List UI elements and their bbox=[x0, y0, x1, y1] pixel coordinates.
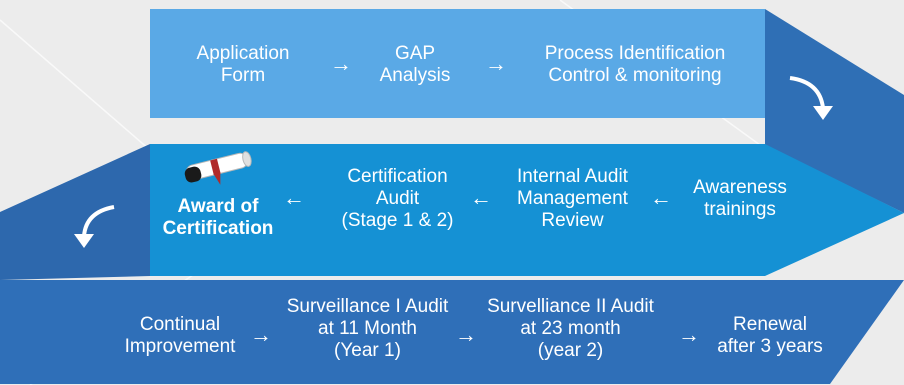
step-awareness-trainings: Awareness trainings bbox=[693, 177, 787, 220]
arrow-right-icon: → bbox=[678, 322, 700, 347]
step-surveillance-2: Survelliance II Audit at 23 month (year … bbox=[487, 296, 654, 361]
row2-band bbox=[150, 144, 904, 276]
curved-arrow-icon bbox=[789, 76, 833, 120]
arrow-left-icon: ← bbox=[470, 185, 492, 210]
step-application-form: Application Form bbox=[196, 43, 290, 86]
arrow-right-icon: → bbox=[330, 51, 352, 76]
certificate-scroll-icon bbox=[184, 151, 252, 185]
row2-fold bbox=[0, 144, 150, 280]
step-continual-improvement: Continual Improvement bbox=[124, 314, 236, 357]
arrow-right-icon: → bbox=[455, 322, 477, 347]
row3-band bbox=[0, 280, 904, 384]
arrow-left-icon: ← bbox=[650, 185, 672, 210]
curved-arrow-icon bbox=[74, 205, 115, 248]
step-gap-analysis: GAP Analysis bbox=[379, 43, 451, 86]
step-internal-audit: Internal Audit Management Review bbox=[517, 166, 628, 231]
arrow-left-icon: ← bbox=[283, 185, 305, 210]
step-surveillance-1: Surveillance I Audit at 11 Month (Year 1… bbox=[286, 296, 449, 361]
arrow-right-icon: → bbox=[250, 322, 272, 347]
step-award-of-certification: Award of Certification bbox=[162, 196, 274, 239]
step-certification-audit: Certification Audit (Stage 1 & 2) bbox=[341, 166, 454, 231]
step-renewal: Renewal after 3 years bbox=[717, 314, 823, 357]
row1-band bbox=[150, 9, 765, 118]
arrow-right-icon: → bbox=[485, 51, 507, 76]
step-process-identification: Process Identification Control & monitor… bbox=[544, 43, 726, 86]
